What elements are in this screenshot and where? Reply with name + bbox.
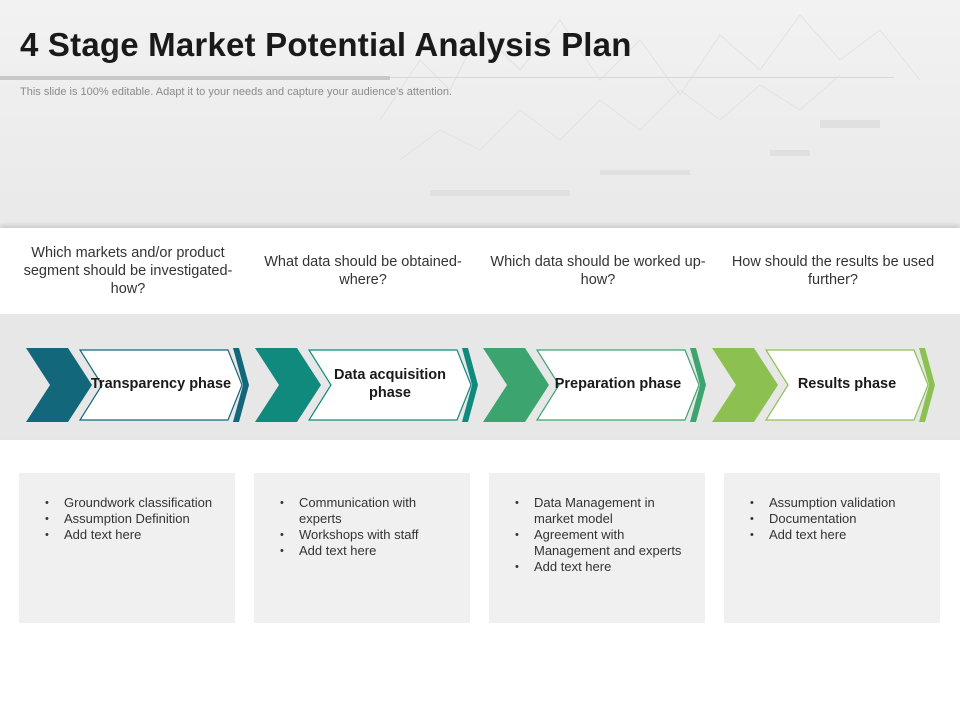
stage-2-details: Communication with experts Workshops wit… (254, 473, 470, 623)
stage-2-bullet: Workshops with staff (280, 527, 458, 543)
stage-1-question: Which markets and/or product segment sho… (23, 245, 233, 297)
stage-2-phase-label: Data acquisition phase (334, 367, 446, 401)
stage-1-chevron-stripe (233, 348, 249, 422)
stage-3-solid-chevron (483, 348, 549, 422)
stage-1-details: Groundwork classification Assumption Def… (19, 473, 235, 623)
stage-4-question: How should the results be used further? (731, 254, 935, 288)
stage-4-outline-arrow (764, 349, 929, 421)
question-band: Which markets and/or product segment sho… (0, 228, 960, 314)
stage-4-bullet: Assumption validation (750, 495, 928, 511)
stage-1-bullet: Add text here (45, 527, 223, 543)
stage-4-details: Assumption validation Documentation Add … (724, 473, 940, 623)
stage-2-bullet: Add text here (280, 543, 458, 559)
stage-1-phase-label: Transparency phase (90, 376, 232, 392)
stage-3-outline-arrow (535, 349, 700, 421)
stage-4-bullet: Add text here (750, 527, 928, 543)
title-divider (390, 77, 894, 78)
stage-4-phase-label: Results phase (797, 376, 897, 392)
stage-2-bullet: Communication with experts (280, 495, 458, 527)
stage-3-details: Data Management in market model Agreemen… (489, 473, 705, 623)
stage-1-bullet-list: Groundwork classification Assumption Def… (45, 495, 223, 543)
stage-2-bullet-list: Communication with experts Workshops wit… (280, 495, 458, 559)
stage-3-bullet: Data Management in market model (515, 495, 693, 527)
stage-4-chevron-stripe (919, 348, 935, 422)
stage-2-chevron-stripe (462, 348, 478, 422)
stage-1-outline-arrow (78, 349, 243, 421)
phase-arrow-band: Transparency phase Data acquisition phas… (0, 314, 960, 436)
stage-2-solid-chevron (255, 348, 321, 422)
stage-3-bullet-list: Data Management in market model Agreemen… (515, 495, 693, 575)
phase-arrows (26, 348, 935, 422)
page-title: 4 Stage Market Potential Analysis Plan (20, 26, 632, 63)
stage-1-bullet: Assumption Definition (45, 511, 223, 527)
stage-1-bullet: Groundwork classification (45, 495, 223, 511)
stage-3-phase-label: Preparation phase (554, 376, 682, 392)
stage-2-question: What data should be obtained-where? (264, 254, 462, 288)
stage-4-solid-chevron (712, 348, 778, 422)
stage-4-bullet-list: Assumption validation Documentation Add … (750, 495, 928, 543)
stage-4-bullet: Documentation (750, 511, 928, 527)
stage-3-bullet: Add text here (515, 559, 693, 575)
stage-3-question: Which data should be worked up-how? (490, 254, 706, 288)
title-underline (0, 76, 390, 80)
stage-3-bullet: Agreement with Management and experts (515, 527, 693, 559)
page-subtitle: This slide is 100% editable. Adapt it to… (20, 86, 452, 98)
background-chart-graphic (379, 14, 921, 196)
stage-2-outline-arrow (307, 349, 472, 421)
stage-3-chevron-stripe (690, 348, 706, 422)
stage-1-solid-chevron (26, 348, 92, 422)
